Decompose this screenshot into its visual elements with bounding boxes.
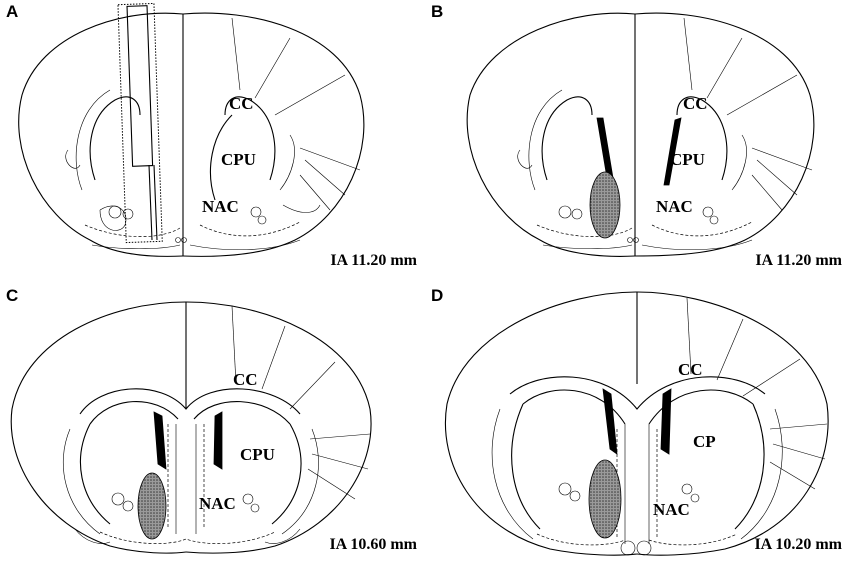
left-hemisphere-outline [18,12,184,257]
left-hemisphere-outline [10,301,187,554]
panel-letter: D [431,286,444,305]
corpus-callosum [79,388,301,415]
right-lateral-ventricle [660,388,672,455]
label-nac: NAC [653,500,690,519]
label-cc: CC [233,370,258,389]
left-hemisphere-outline [444,291,638,556]
panel-d: D CC CP NAC IA 10.20 mm [425,284,850,568]
label-nac: NAC [202,197,239,216]
label-cpu: CPU [221,150,256,169]
panel-b: B CC CPU NAC IA 11.20 mm [425,0,850,284]
lesion-site [588,459,622,539]
right-lateral-ventricle [213,411,223,470]
panel-a-section-drawing [18,2,365,257]
panel-a: A CC CPU NAC IA 11.20 mm [0,0,425,284]
label-nac: NAC [199,494,236,513]
right-ventricle-outline [224,96,276,181]
panel-d-section-drawing [444,291,829,556]
label-cc: CC [229,94,254,113]
cannula-guide [126,5,154,167]
interaural-coordinate: IA 11.20 mm [755,252,842,269]
right-lateral-ventricle [663,117,682,186]
injector-track [148,164,153,241]
label-nac: NAC [656,197,693,216]
label-cpu: CPU [670,150,705,169]
lesion-site [137,472,167,540]
left-hemisphere-outline [466,12,636,257]
left-lateral-ventricle [153,411,167,470]
label-cc: CC [678,360,703,379]
left-lateral-ventricle [602,388,618,455]
panel-letter: A [6,2,19,21]
interaural-coordinate: IA 10.60 mm [329,536,417,553]
panel-letter: C [6,286,19,305]
panel-c-section-drawing [10,301,372,554]
label-cc: CC [683,94,708,113]
corpus-callosum [509,376,766,410]
panel-letter: B [431,2,444,21]
lesion-site [589,171,621,239]
left-ventricle-outline [541,96,593,181]
label-cpu: CPU [240,445,275,464]
right-hemisphere-outline [182,12,365,257]
right-hemisphere-outline [185,301,372,554]
right-hemisphere-outline [634,12,815,257]
cannula-guide-dotted [117,2,163,244]
label-cp: CP [693,432,716,451]
left-ventricle-outline [89,96,141,181]
panel-c: C CC CPU NAC IA 10.60 mm [0,284,425,568]
interaural-coordinate: IA 10.20 mm [754,536,842,553]
right-ventricle-outline [676,96,728,181]
panel-b-section-drawing [466,12,815,257]
interaural-coordinate: IA 11.20 mm [330,252,417,269]
right-hemisphere-outline [636,291,829,556]
